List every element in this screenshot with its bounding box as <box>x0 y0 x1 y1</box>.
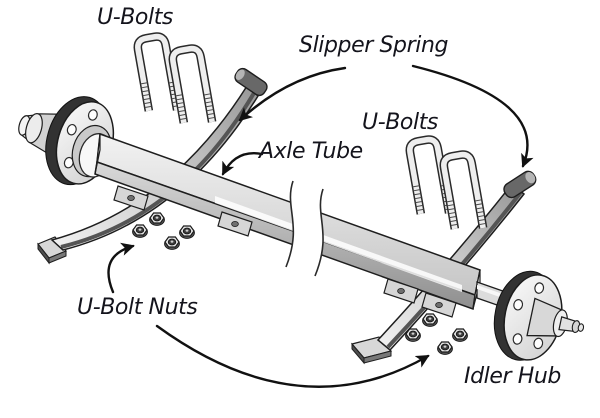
axle-tube-highlight <box>215 196 462 292</box>
label-u-bolt-nuts: U-Bolt Nuts <box>77 295 198 320</box>
left-hub-barrel-cap <box>25 113 43 144</box>
left-spring-outline <box>50 84 259 251</box>
arrow-u-bolt-nuts-to-right-nuts <box>155 324 430 388</box>
u-bolts-right-group <box>405 138 486 234</box>
hex-nut <box>179 225 195 239</box>
u-bolt <box>439 153 486 234</box>
arrow-slipper-spring-to-right-spring <box>411 64 534 168</box>
arrow-slipper-spring-to-left-spring <box>238 66 347 122</box>
left-spring-foot-edge <box>48 250 67 264</box>
hex-nut <box>149 212 165 226</box>
axle-tube-left-end-face <box>94 133 101 175</box>
u-bolt-nuts-left-group <box>132 212 195 250</box>
left-spring-curled-tip <box>234 67 268 97</box>
u-bolt <box>168 47 215 128</box>
hex-nut <box>164 236 180 250</box>
hex-nut <box>437 341 453 355</box>
right-spring-curled-tip <box>503 170 537 199</box>
hex-nut <box>132 224 148 238</box>
right-spring-outline <box>376 182 526 352</box>
label-idler-hub: Idler Hub <box>464 364 561 389</box>
hex-nut <box>422 313 438 327</box>
tube-break-symbol <box>285 180 324 277</box>
arrow-axle-tube <box>221 152 264 176</box>
label-u-bolts-right: U-Bolts <box>362 110 438 135</box>
axle-tube-graphic <box>94 132 481 311</box>
u-bolts-left-group <box>133 35 215 128</box>
label-axle-tube: Axle Tube <box>259 139 363 164</box>
label-u-bolts-left: U-Bolts <box>97 5 173 30</box>
left-spring-leaf <box>52 86 258 250</box>
hex-nut <box>405 328 421 342</box>
right-hub-graphic <box>493 270 585 361</box>
hex-nut <box>452 328 468 342</box>
arrow-u-bolt-nuts-to-left-nuts <box>107 242 135 294</box>
label-slipper-spring: Slipper Spring <box>299 33 449 58</box>
right-spring-foot-edge <box>363 350 392 364</box>
right-hub-spindle-nub <box>577 323 585 332</box>
